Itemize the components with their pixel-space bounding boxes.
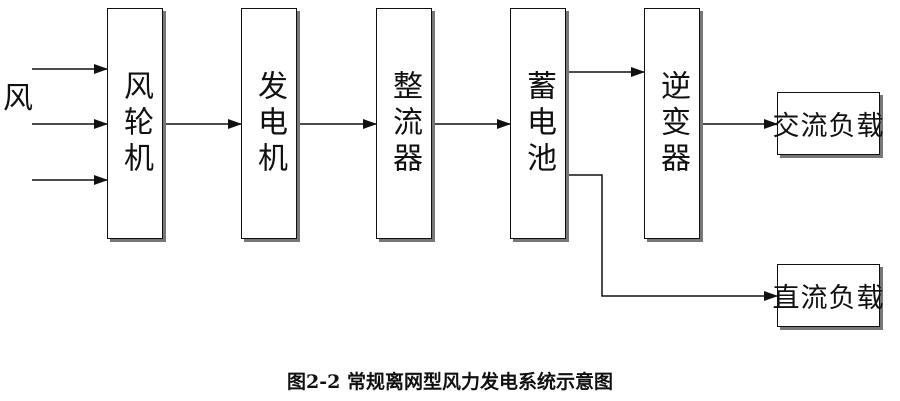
figure-caption: 图2-2 常规离网型风力发电系统示意图 xyxy=(287,371,613,393)
block-battery: 蓄电池 xyxy=(510,8,566,239)
generator-label: 发电机 xyxy=(252,69,287,178)
wind-turbine-label: 风轮机 xyxy=(118,69,153,178)
rectifier-label: 整流器 xyxy=(387,69,422,178)
inverter-label: 逆变器 xyxy=(655,69,690,178)
block-ac-load: 交流负载 xyxy=(773,92,884,155)
block-generator: 发电机 xyxy=(241,8,297,239)
battery-label: 蓄电池 xyxy=(521,69,556,178)
block-rectifier: 整流器 xyxy=(376,8,432,239)
block-inverter: 逆变器 xyxy=(644,8,700,239)
ac-load-label: 交流负载 xyxy=(772,111,885,142)
arrow-battery-to-dc-load xyxy=(566,174,778,301)
wind-input-label: 风 xyxy=(3,81,33,116)
block-dc-load: 直流负载 xyxy=(773,264,884,327)
block-wind-turbine: 风轮机 xyxy=(107,8,163,239)
dc-load-label: 直流负载 xyxy=(772,283,885,314)
